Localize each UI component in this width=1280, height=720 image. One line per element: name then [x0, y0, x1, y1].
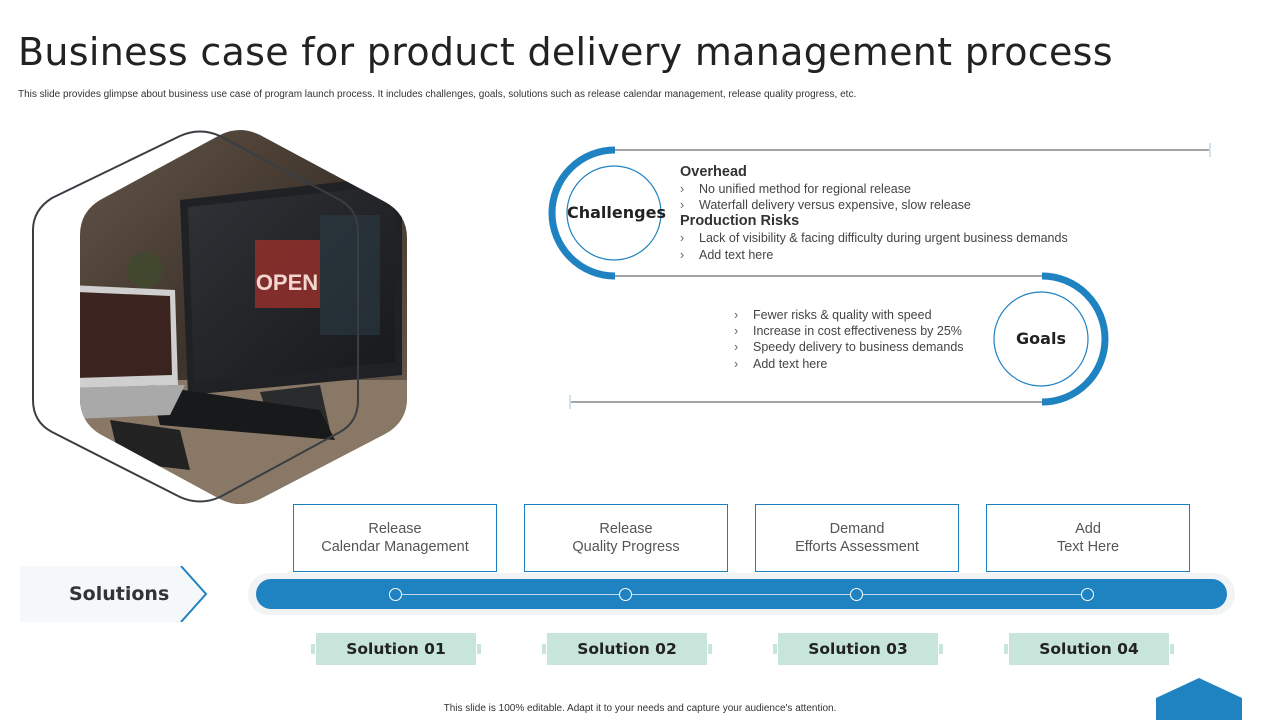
chevron-right-icon: › [734, 340, 739, 355]
solution-box-4: Add Text Here [986, 504, 1190, 572]
chevron-right-icon: › [734, 308, 739, 322]
chevron-right-icon: › [680, 182, 685, 196]
list-item: ›Speedy delivery to business demands [734, 340, 964, 355]
solution-tag-3: Solution 03 [773, 633, 943, 665]
solution-tag-4: Solution 04 [1004, 633, 1174, 665]
solutions-tab [20, 566, 208, 622]
goals-label: Goals [1016, 329, 1066, 348]
solution-box-2: Release Quality Progress [524, 504, 728, 572]
goals-list: ›Fewer risks & quality with speed ›Incre… [734, 307, 984, 372]
chevron-right-icon: › [734, 356, 739, 371]
solution-tag-2: Solution 02 [542, 633, 712, 665]
svg-text:OPEN: OPEN [256, 270, 318, 295]
timeline-node [1081, 588, 1094, 601]
challenge-heading: Production Risks [680, 213, 800, 230]
page-subtitle: This slide provides glimpse about busine… [18, 89, 857, 100]
list-item: ›Add text here [680, 247, 774, 262]
solution-tag-1: Solution 01 [311, 633, 481, 665]
list-item: ›No unified method for regional release [680, 182, 911, 196]
list-item: ›Waterfall delivery versus expensive, sl… [680, 198, 971, 213]
list-item: ›Lack of visibility & facing difficulty … [680, 231, 1068, 246]
timeline-line [395, 594, 1087, 595]
list-item: ›Add text here [734, 356, 828, 371]
chevron-right-icon: › [680, 247, 685, 262]
solution-box-3: Demand Efforts Assessment [755, 504, 959, 572]
challenges-list: Overhead ›No unified method for regional… [680, 164, 1160, 263]
solutions-label: Solutions [69, 583, 170, 605]
chevron-right-icon: › [680, 231, 685, 246]
timeline-node [389, 588, 402, 601]
corner-hexagon-logo [1156, 678, 1242, 720]
hexagon-photo: OPEN [30, 130, 420, 505]
list-item: ›Increase in cost effectiveness by 25% [734, 324, 962, 339]
challenges-label: Challenges [567, 203, 666, 222]
connector-graphics [548, 143, 1211, 409]
list-item: ›Fewer risks & quality with speed [734, 308, 932, 322]
timeline-node [850, 588, 863, 601]
challenge-heading: Overhead [680, 164, 747, 180]
chevron-right-icon: › [680, 198, 685, 213]
timeline-node [619, 588, 632, 601]
footer-note: This slide is 100% editable. Adapt it to… [443, 703, 837, 714]
chevron-right-icon: › [734, 324, 739, 339]
solution-box-1: Release Calendar Management [293, 504, 497, 572]
page-title: Business case for product delivery manag… [18, 30, 1113, 74]
